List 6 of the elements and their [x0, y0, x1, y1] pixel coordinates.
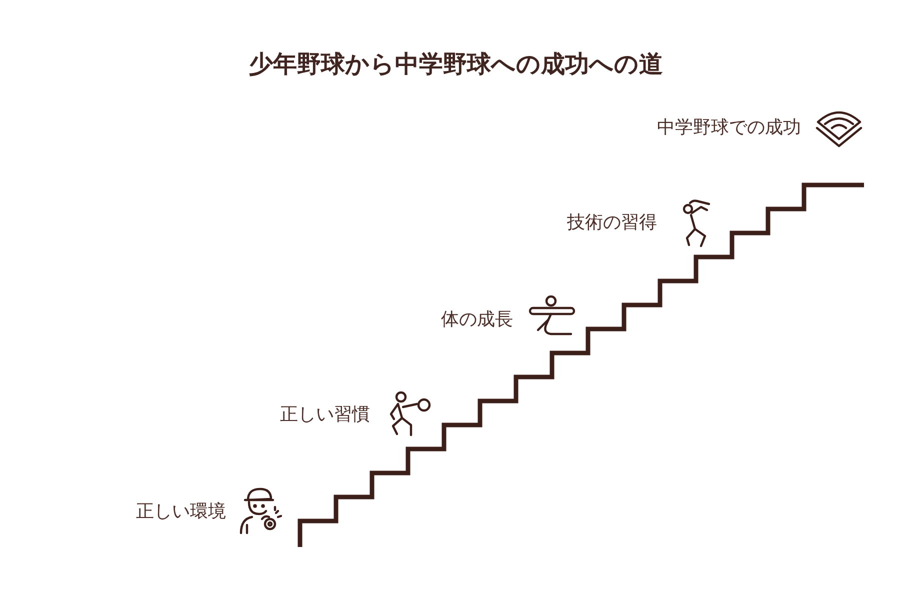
step-label: 技術の習得	[567, 211, 657, 235]
step-label: 正しい環境	[136, 500, 226, 524]
step-label: 正しい習慣	[280, 403, 370, 427]
step-label: 中学野球での成功	[657, 116, 801, 140]
step-label: 体の成長	[441, 308, 513, 332]
title: 少年野球から中学野球への成功への道	[248, 49, 664, 80]
